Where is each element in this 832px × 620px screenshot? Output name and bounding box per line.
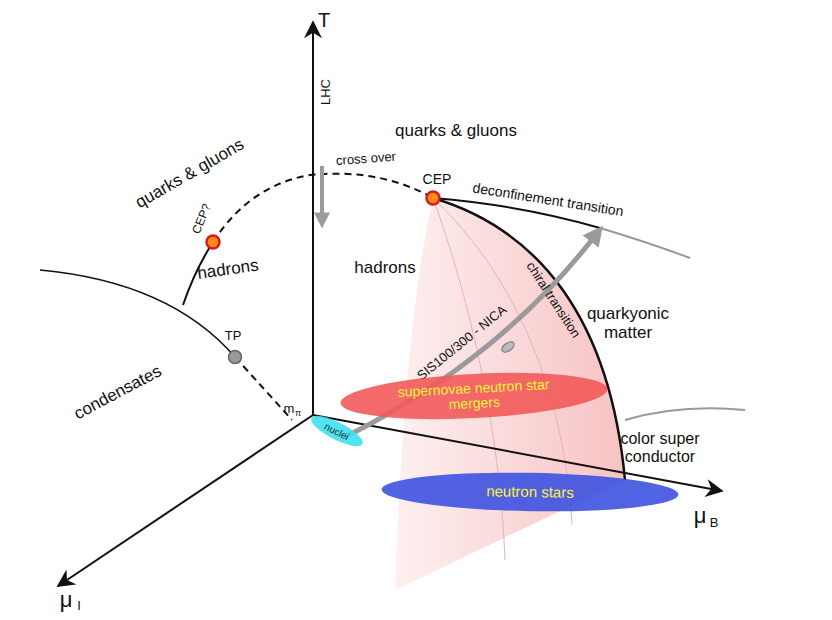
diagram-label: m: [284, 402, 295, 416]
diagram-label: hadrons: [196, 256, 259, 283]
tricritical-point: [229, 351, 242, 364]
t-axis: [312, 22, 314, 415]
diagram-label: quarks & gluons: [395, 122, 517, 141]
diagram-label: color super conductor: [610, 430, 710, 465]
band-fill: [381, 470, 679, 514]
diagram-label: quarks & gluons: [133, 135, 248, 212]
band-fill: [339, 367, 608, 425]
condensate-boundary-dashed: [235, 357, 292, 420]
region-band: neutron stars: [380, 469, 681, 514]
diagram-label: deconfinement transition: [471, 180, 624, 219]
band-fill: [307, 410, 366, 451]
cep-point: [427, 192, 440, 205]
deconfinement-extension: [600, 228, 690, 258]
diagram-label: π: [295, 409, 301, 419]
csc-boundary: [625, 408, 745, 420]
cep-point: [207, 236, 220, 249]
diagram-label: cross over: [336, 150, 397, 168]
diagram-label: condensates: [71, 362, 165, 424]
diagram-label: μ: [694, 504, 707, 528]
diagram-label: μ: [60, 588, 73, 612]
diagram-label: CEP: [423, 172, 452, 187]
diagram-label: B: [710, 516, 719, 530]
condensate-boundary: [40, 270, 235, 357]
diagram-label: LHC: [319, 79, 333, 105]
diagram-label: TP: [225, 329, 242, 343]
band-label: neutron stars: [486, 483, 574, 501]
diagram-label: quarkyonic matter: [578, 305, 678, 342]
mui-axis: [58, 415, 313, 586]
lhc-arrow: [320, 166, 324, 222]
nica-marker: [500, 340, 516, 355]
diagram-label: CEP?: [190, 202, 214, 236]
diagram-label: I: [77, 599, 81, 613]
diagram-label: hadrons: [354, 259, 415, 278]
region-band: nuclei: [307, 410, 367, 452]
diagram-label: T: [318, 9, 330, 31]
